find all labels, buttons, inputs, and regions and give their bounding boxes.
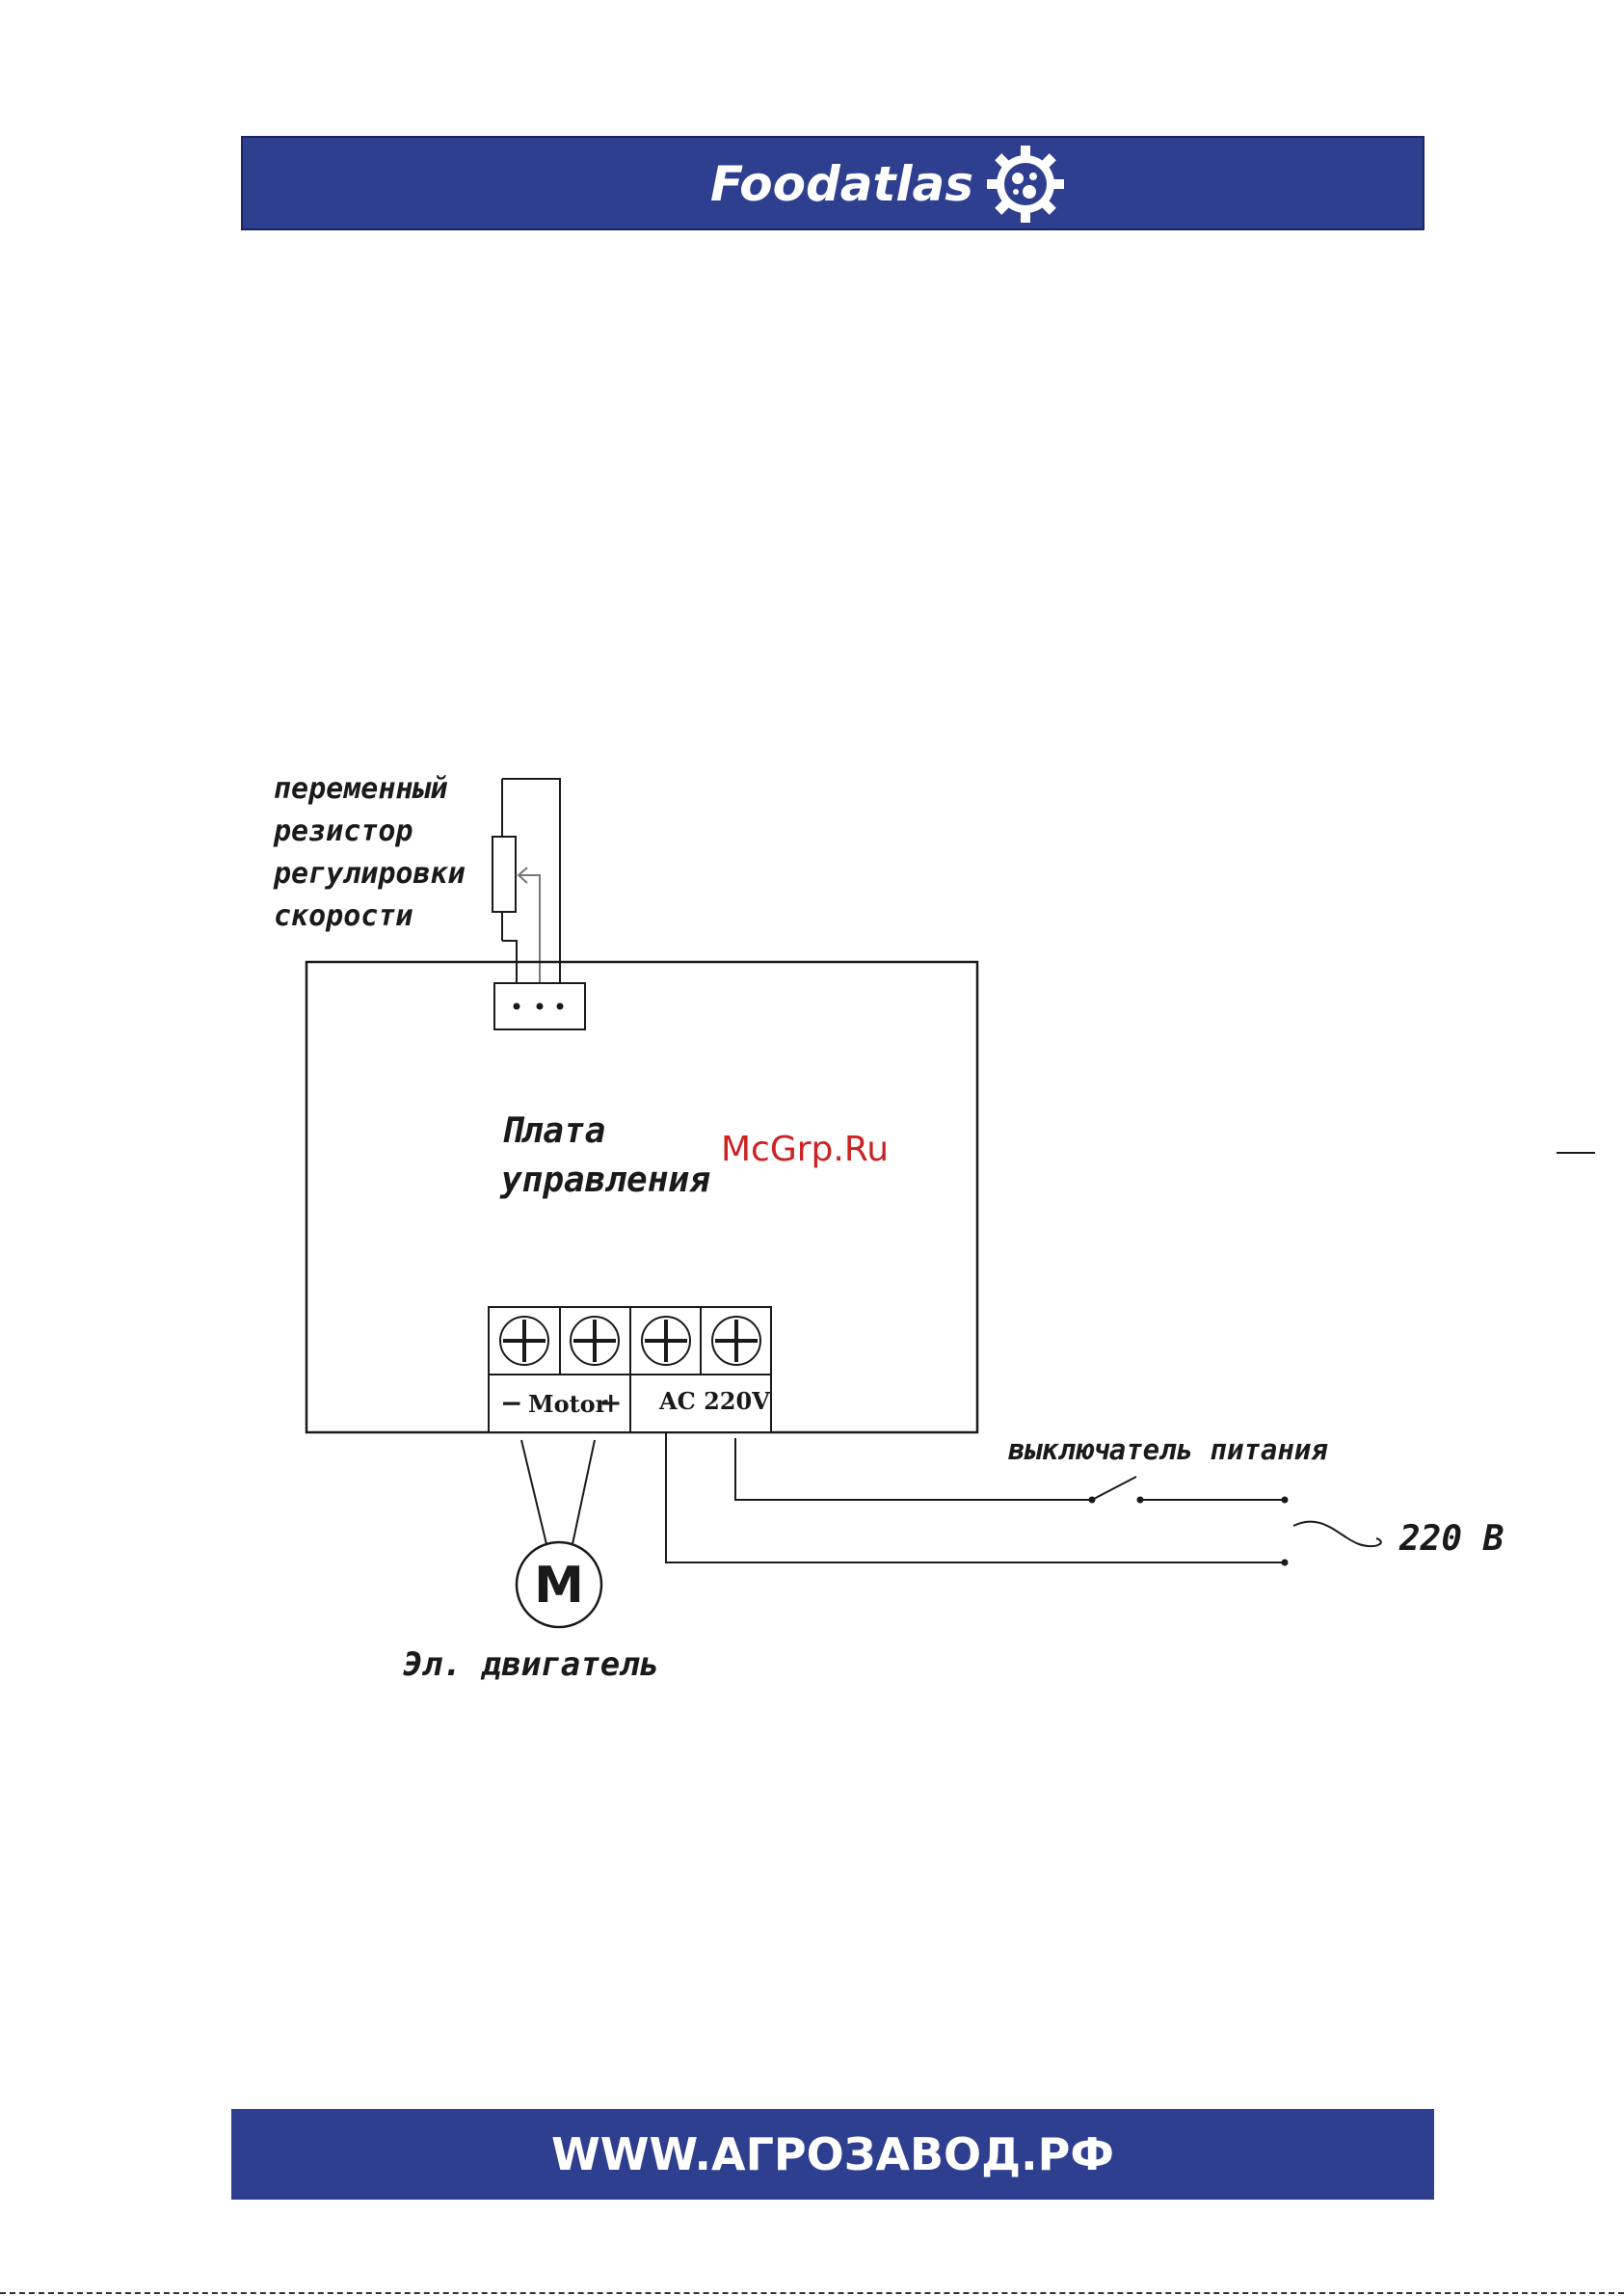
terminal-screw-2	[571, 1317, 619, 1365]
footer-banner: WWW.АГРОЗАВОД.РФ	[231, 2109, 1434, 2200]
terminal-screw-1	[500, 1317, 548, 1365]
resistor-label-line-3: регулировки	[273, 857, 466, 891]
supply-voltage-label: 220 В	[1398, 1519, 1504, 1559]
motor-symbol-letter: M	[534, 1557, 584, 1615]
resistor-connector	[494, 983, 585, 1029]
resistor-label-line-4: скорости	[274, 899, 413, 933]
potentiometer	[493, 779, 560, 1004]
board-label-line-2: управления	[499, 1161, 710, 1200]
switch-contacts	[1089, 1497, 1289, 1566]
motor-wires	[521, 1440, 595, 1544]
ac-source-icon	[1293, 1522, 1381, 1547]
resistor-label-line-2: резистор	[273, 814, 413, 848]
terminal-screw-3	[642, 1317, 690, 1365]
ac-terminal-label: AC 220V	[658, 1387, 770, 1415]
switch-label: выключатель питания	[1008, 1433, 1328, 1466]
page-bottom-rule	[0, 2292, 1624, 2294]
board-label-line-1: Плата	[501, 1111, 605, 1151]
motor-terminal-label: Motor	[528, 1390, 608, 1418]
motor-minus-label: −	[500, 1387, 522, 1419]
motor-label: Эл. двигатель	[403, 1645, 659, 1684]
watermark: McGrp.Ru	[721, 1130, 889, 1169]
motor-plus-label: +	[599, 1387, 622, 1419]
resistor-label-line-1: переменный	[274, 772, 448, 806]
footer-url[interactable]: WWW.АГРОЗАВОД.РФ	[231, 2109, 1434, 2200]
terminal-screw-4	[712, 1317, 760, 1365]
